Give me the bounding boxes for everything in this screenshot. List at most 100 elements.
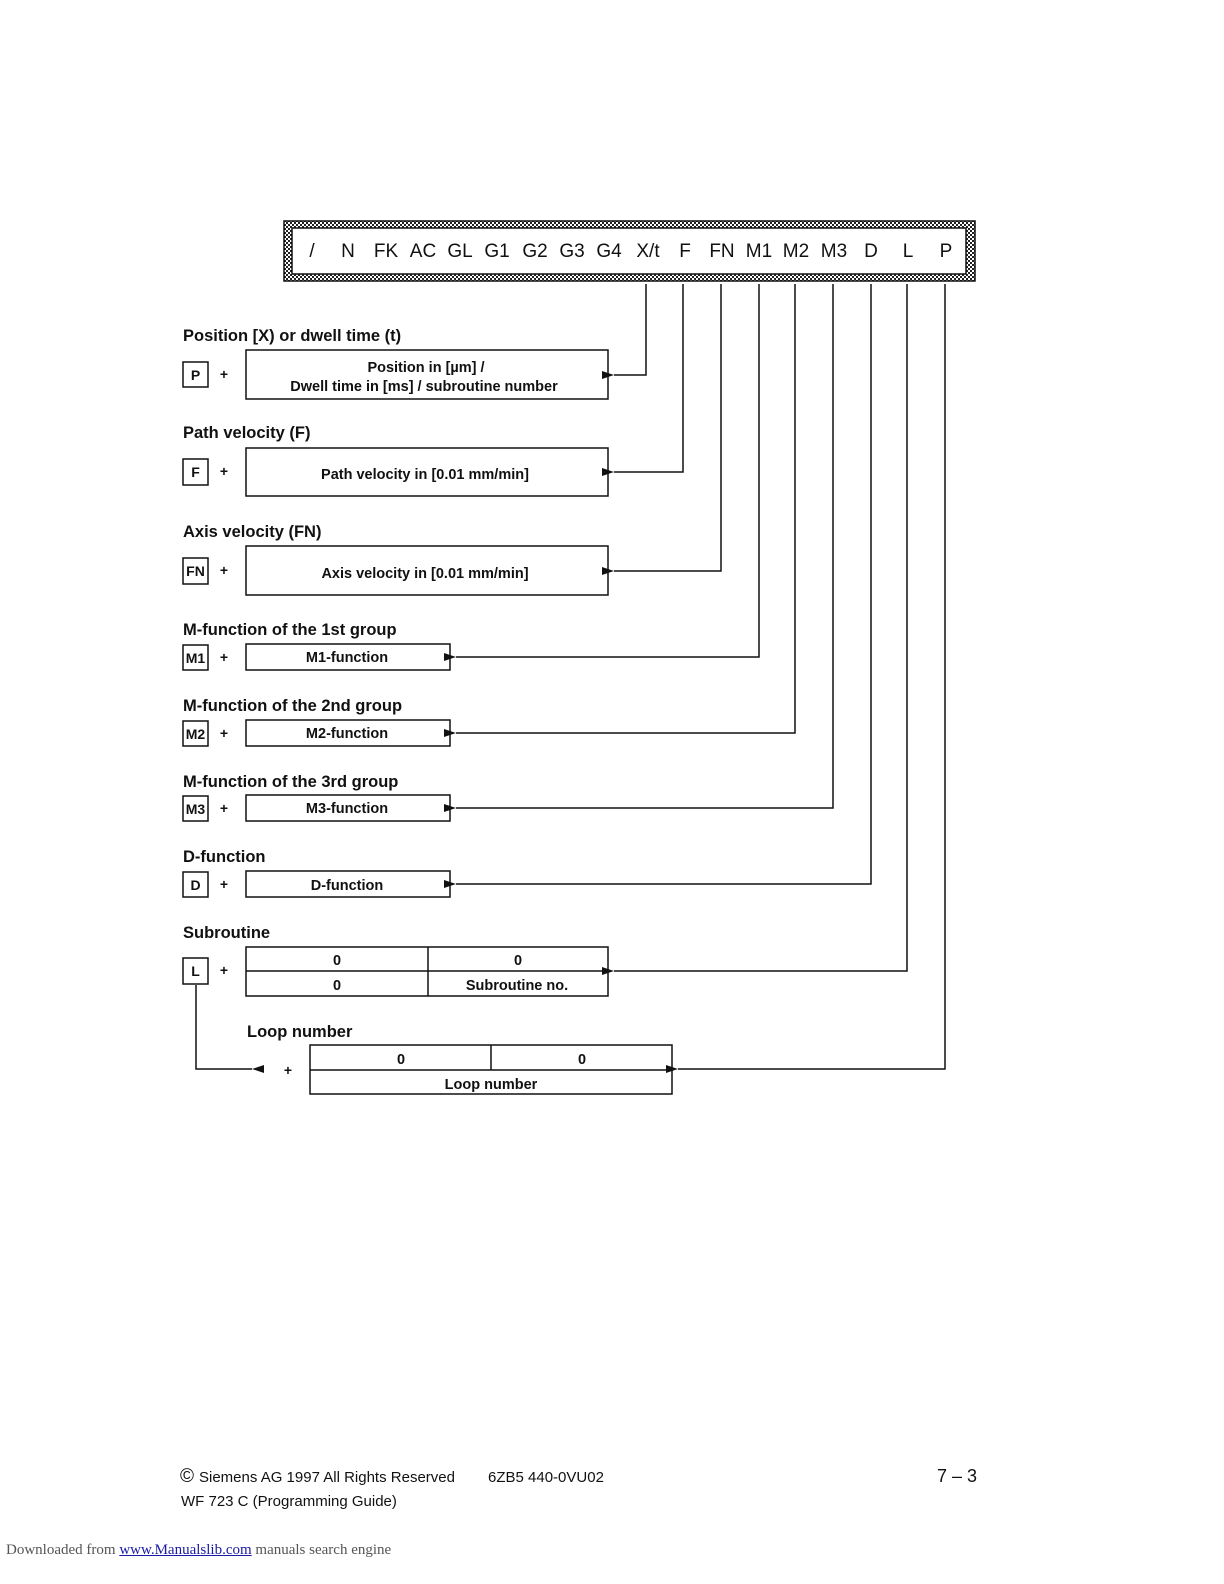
path-velocity-plus: + [220,463,228,479]
subroutine-key-box [182,957,209,985]
m1-key: M1 [186,650,206,666]
path-velocity-key: F [191,464,200,480]
m2-key-box [182,720,209,747]
axis-velocity-heading: Axis velocity (FN) [183,523,321,541]
page-number: 7 – 3 [937,1466,978,1486]
m3-key-box [182,795,209,822]
m1-heading: M-function of the 1st group [183,621,397,639]
axis-velocity-value-box [245,545,609,596]
position-key: P [191,367,200,383]
subroutine-key: L [191,963,200,979]
loop-cell-bottom: Loop number [445,1077,538,1093]
path-velocity-value-box [245,447,609,497]
position-plus: + [220,366,228,382]
axis-velocity-key: FN [186,563,205,579]
section-loop-number: Loop number + 0 0 Loop number [247,1023,673,1095]
axis-velocity-plus: + [220,562,228,578]
section-position: Position [X) or dwell time (t) P + Posit… [182,327,609,400]
m1-label: M1-function [306,650,388,666]
path-velocity-heading: Path velocity (F) [183,424,310,442]
connector-fn [602,284,722,575]
loop-plus: + [284,1062,292,1078]
command-field: N [341,241,355,262]
connector-l [602,284,908,975]
path-velocity-label: Path velocity in [0.01 mm/min] [321,467,529,483]
m3-plus: + [220,800,228,816]
command-field: P [940,241,953,262]
m1-value-box [245,643,451,671]
connector-l-to-loop [195,985,264,1073]
loop-cell-top-right: 0 [578,1052,586,1068]
copyright-symbol: © [180,1466,194,1487]
axis-velocity-key-box [182,557,209,585]
command-field: AC [410,241,436,262]
position-line1: Position in [µm] / [367,360,484,376]
subroutine-heading: Subroutine [183,924,270,942]
section-m1: M-function of the 1st group M1 + M1-func… [182,621,451,671]
m1-key-box [182,644,209,671]
m3-heading: M-function of the 3rd group [183,773,398,791]
order-number: 6ZB5 440-0VU02 [488,1469,604,1486]
m2-heading: M-function of the 2nd group [183,697,402,715]
subroutine-cell-bottom-left: 0 [333,978,341,994]
command-field: G1 [484,241,509,262]
position-line2: Dwell time in [ms] / subroutine number [290,379,558,395]
m2-value-box [245,719,451,747]
connector-d [444,284,872,888]
path-velocity-key-box [182,458,209,486]
m1-plus: + [220,649,228,665]
m3-key: M3 [186,801,206,817]
command-field: / [309,241,315,262]
manualslib-link[interactable]: www.Manualslib.com [119,1542,252,1558]
command-field: FN [709,241,734,262]
section-m3: M-function of the 3rd group M3 + M3-func… [182,773,451,822]
command-field: L [903,241,914,262]
d-function-label: D-function [311,878,383,894]
section-path-velocity: Path velocity (F) F + Path velocity in [… [182,424,609,497]
download-prefix: Downloaded from [6,1542,120,1558]
download-suffix: manuals search engine [251,1542,392,1558]
section-subroutine: Subroutine L + 0 0 0 Subroutine no. [182,924,609,997]
connector-m2 [444,284,796,737]
connector-m1 [444,284,760,661]
d-function-value-box [245,870,451,898]
section-axis-velocity: Axis velocity (FN) FN + Axis velocity in… [182,523,609,596]
command-field: GL [447,241,472,262]
position-value-box [245,349,609,400]
guide-title: WF 723 C (Programming Guide) [181,1493,397,1510]
section-d-function: D-function D + D-function [182,848,451,898]
connector-m3 [444,284,834,812]
command-field: G3 [559,241,584,262]
command-field: X/t [636,241,660,262]
command-field: G2 [522,241,547,262]
section-m2: M-function of the 2nd group M2 + M2-func… [182,697,451,747]
subroutine-cell-top-left: 0 [333,953,341,969]
loop-cell-top-left: 0 [397,1052,405,1068]
d-function-key: D [190,877,200,893]
position-key-box [182,361,209,388]
subroutine-plus: + [220,962,228,978]
m2-label: M2-function [306,726,388,742]
copyright-text: Siemens AG 1997 All Rights Reserved [199,1469,455,1486]
subroutine-cell-bottom-right: Subroutine no. [466,978,568,994]
connector-p [666,284,946,1073]
command-field: M2 [783,241,809,262]
d-function-key-box [182,871,209,898]
command-field: F [679,241,691,262]
connector-lines [195,284,946,1073]
subroutine-cell-top-right: 0 [514,953,522,969]
m2-plus: + [220,725,228,741]
axis-velocity-label: Axis velocity in [0.01 mm/min] [321,566,528,582]
d-function-heading: D-function [183,848,265,866]
d-function-plus: + [220,876,228,892]
connector-f [602,284,684,476]
m3-value-box [245,794,451,822]
download-notice: Downloaded from www.Manualslib.com manua… [6,1542,391,1559]
command-field: M3 [821,241,847,262]
command-field: M1 [746,241,772,262]
command-field: FK [374,241,399,262]
connector-x-t [602,284,647,379]
